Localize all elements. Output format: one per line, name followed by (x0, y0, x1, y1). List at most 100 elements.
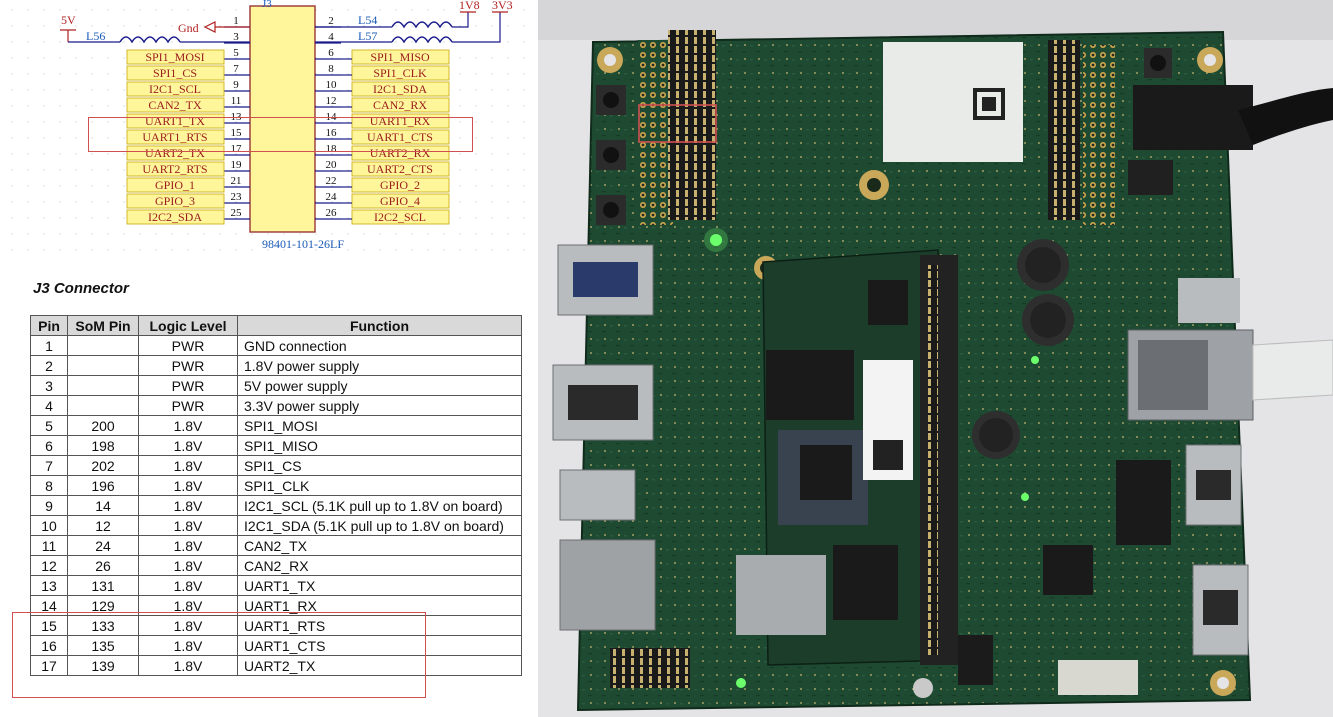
inductor-4r7-icon (972, 411, 1020, 459)
usb-c-port (1178, 278, 1240, 323)
function-cell: CAN2_TX (237, 535, 522, 556)
logic-level-cell: 1.8V (138, 415, 238, 436)
ic-chip (1043, 545, 1093, 595)
table-uart1-highlight (12, 612, 426, 698)
sodimm-socket (920, 255, 958, 665)
ethernet-cable (1252, 339, 1333, 401)
pin-cell: 8 (30, 475, 68, 496)
som-pin-cell: 131 (67, 575, 139, 596)
som-pin-cell: 133 (67, 615, 139, 636)
som-pin-cell (67, 375, 139, 396)
som-pin-cell: 12 (67, 515, 139, 536)
pin-cell: 6 (30, 435, 68, 456)
logic-level-cell: 1.8V (138, 475, 238, 496)
power-3v3-label: 3V3 (492, 0, 513, 12)
j3-connector-heading: J3 Connector (33, 280, 129, 297)
pin-cell: 5 (30, 415, 68, 436)
som-pin-cell: 139 (67, 655, 139, 676)
pin-number-label: 25 (231, 207, 243, 219)
net-label: I2C1_SDA (373, 82, 427, 96)
function-cell: 5V power supply (237, 375, 522, 396)
net-label-box (126, 177, 225, 193)
net-label: CAN2_RX (373, 98, 427, 112)
som-pin-cell (67, 355, 139, 376)
pin-cell: 1 (30, 335, 68, 356)
logic-level-cell: PWR (138, 335, 238, 356)
logic-level-cell: 1.8V (138, 515, 238, 536)
net-label-box (351, 81, 450, 97)
som-pin-cell: 196 (67, 475, 139, 496)
pin-cell: 9 (30, 495, 68, 516)
header-pin: Pin (30, 315, 68, 336)
power-5v-label: 5V (61, 13, 76, 27)
net-label: UART1_CTS (367, 130, 433, 144)
pin-cell: 7 (30, 455, 68, 476)
pin-cell: 14 (30, 595, 68, 616)
logic-level-cell: PWR (138, 375, 238, 396)
net-label-box (126, 65, 225, 81)
header-function: Function (237, 315, 522, 336)
pin-number-label: 19 (231, 159, 243, 171)
inductor-l57-label: L57 (358, 29, 377, 43)
net-label-box (126, 81, 225, 97)
function-cell: I2C1_SCL (5.1K pull up to 1.8V on board) (237, 495, 522, 516)
pin-number-label: 6 (328, 47, 334, 59)
led-icon (736, 678, 746, 688)
schematic-uart1-highlight (88, 117, 473, 152)
som-pin-cell (67, 395, 139, 416)
function-cell: 1.8V power supply (237, 355, 522, 376)
inductor-l56-label: L56 (86, 29, 105, 43)
net-label: SPI1_CS (153, 66, 197, 80)
logic-level-cell: 1.8V (138, 455, 238, 476)
net-label: I2C2_SCL (374, 210, 426, 224)
logic-level-cell: 1.8V (138, 555, 238, 576)
logic-level-cell: 1.8V (138, 535, 238, 556)
function-cell: SPI1_CS (237, 455, 522, 476)
pin-number-label: 3 (233, 31, 239, 43)
logic-level-cell: PWR (138, 355, 238, 376)
pin-number-label: 23 (231, 191, 243, 203)
pin-number-label: 1 (233, 15, 239, 27)
function-cell: 3.3V power supply (237, 395, 522, 416)
logic-level-cell: 1.8V (138, 575, 238, 596)
som-pin-cell: 14 (67, 495, 139, 516)
pin-number-label: 10 (326, 79, 338, 91)
net-label-box (126, 97, 225, 113)
usb-otg-port (559, 469, 636, 521)
inductor-l54 (391, 21, 453, 29)
function-cell: SPI1_CLK (237, 475, 522, 496)
led-icon (1021, 493, 1029, 501)
net-label: I2C2_SDA (148, 210, 202, 224)
unpopulated-header (638, 40, 673, 225)
net-label-box (351, 177, 450, 193)
pin-cell: 15 (30, 615, 68, 636)
net-label: I2C1_SCL (149, 82, 201, 96)
som-pin-cell: 26 (67, 555, 139, 576)
table-header-row: Pin SoM Pin Logic Level Function (30, 315, 522, 336)
logic-level-cell: 1.8V (138, 435, 238, 456)
j3-part-number: 98401-101-26LF (262, 237, 344, 251)
right-unpopulated-header (1083, 45, 1115, 225)
logic-level-cell: PWR (138, 395, 238, 416)
net-label: UART2_TX (145, 146, 205, 160)
net-label: GPIO_2 (380, 178, 420, 192)
net-label-box (126, 209, 225, 225)
net-label-box (126, 145, 225, 161)
pin-number-label: 12 (326, 95, 337, 107)
right-pin-header (1048, 40, 1080, 220)
net-label: SPI1_CLK (373, 66, 427, 80)
net-label: SPI1_MISO (370, 50, 430, 64)
net-label: UART1_RTS (142, 130, 207, 144)
pin-number-label: 15 (231, 127, 243, 139)
led-icon (710, 234, 722, 246)
pin-cell: 12 (30, 555, 68, 576)
pin-cell: 2 (30, 355, 68, 376)
pin-cell: 3 (30, 375, 68, 396)
logic-level-cell: 1.8V (138, 595, 238, 616)
som-pin-cell: 202 (67, 455, 139, 476)
